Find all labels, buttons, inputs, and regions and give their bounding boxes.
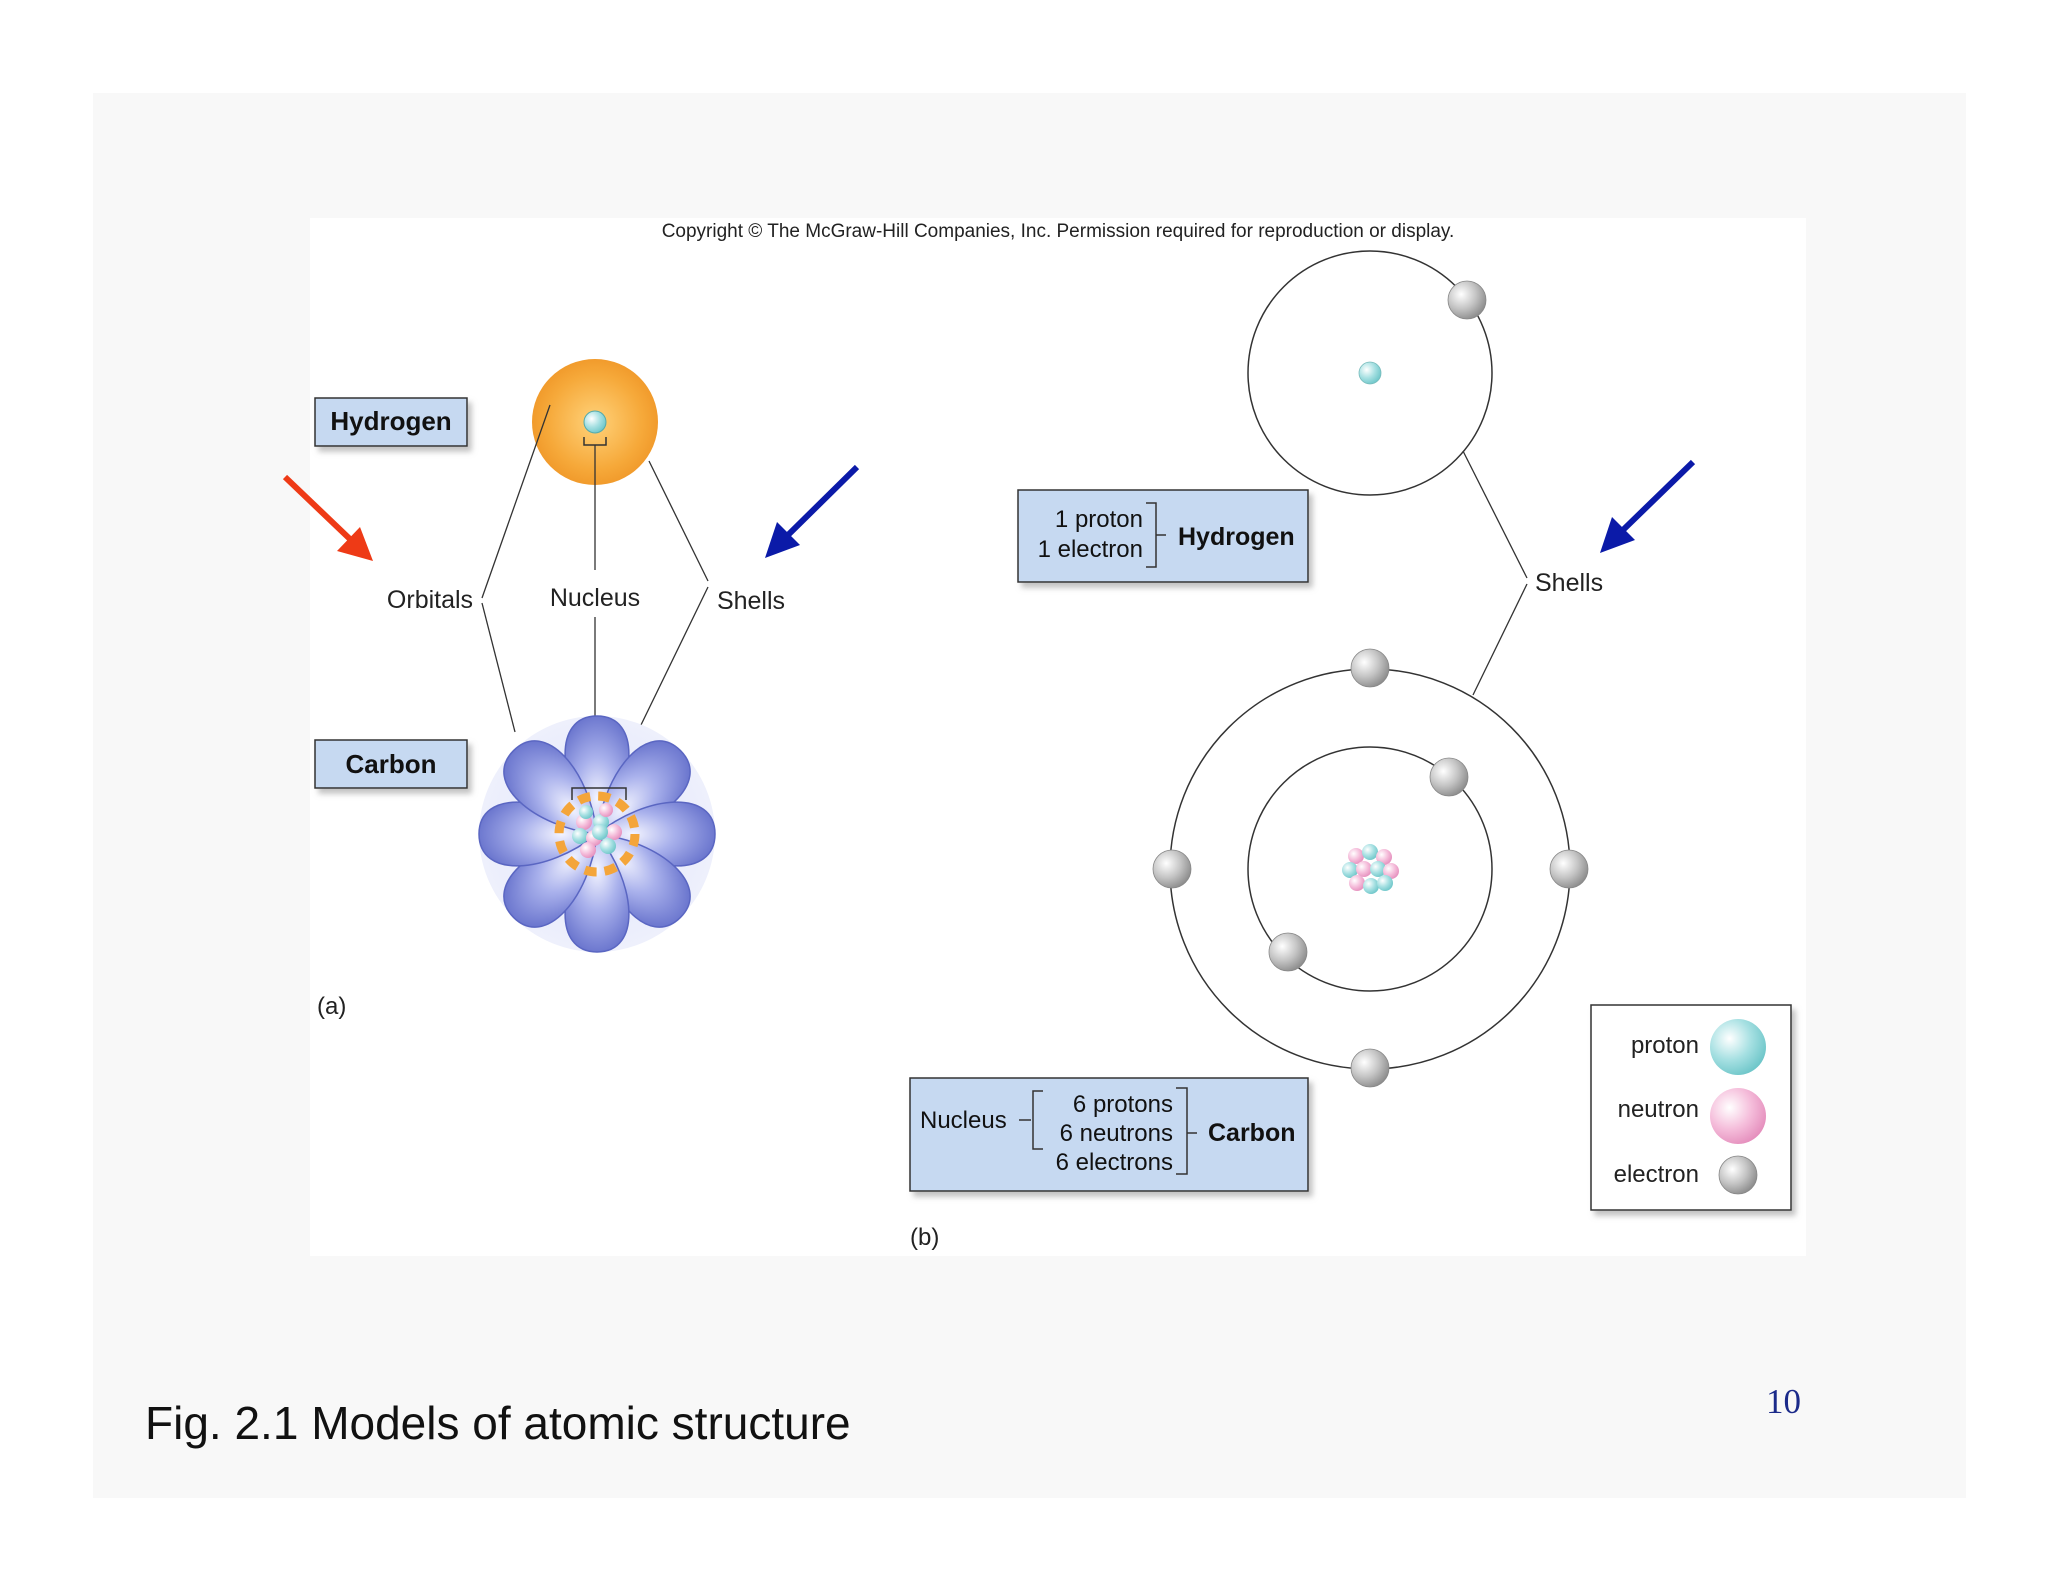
legend: proton neutron electron [1590,1004,1792,1211]
legend-proton-swatch [1710,1019,1766,1075]
carbon-protons: 6 protons [1073,1091,1173,1118]
blue-arrow-a [765,464,860,558]
hydrogen-label: Hydrogen [330,406,451,436]
legend-neutron-label: neutron [1618,1096,1699,1123]
hydrogen-composition-box: 1 proton 1 electron Hydrogen [1017,489,1309,583]
hydrogen-orbital-model [532,359,658,485]
figure-caption: Fig. 2.1 Models of atomic structure [145,1397,851,1449]
hydrogen-shell-model [1247,250,1493,496]
panel-a-label: (a) [317,993,346,1020]
carbon-label: Carbon [346,749,437,779]
carbon-label-box: Carbon [314,739,468,789]
carbon-orbital-model [478,715,716,953]
hydrogen-protons: 1 proton [1055,506,1143,533]
carbon-electrons [1152,648,1589,1088]
legend-proton-label: proton [1631,1032,1699,1059]
blue-arrow-b [1600,459,1696,553]
orbitals-label: Orbitals [387,586,473,614]
hydrogen-nucleus [1358,361,1382,385]
hydrogen-electrons: 1 electron [1038,536,1143,563]
hydrogen-name: Hydrogen [1178,523,1295,551]
hydrogen-electron [1447,280,1487,320]
page-number: 10 [1766,1382,1801,1421]
nucleus-label: Nucleus [550,584,640,612]
hydrogen-label-box: Hydrogen [314,397,468,447]
legend-electron-label: electron [1614,1161,1699,1188]
copyright-notice: Copyright © The McGraw-Hill Companies, I… [662,221,1455,242]
carbon-electrons-count: 6 electrons [1056,1149,1173,1176]
carbon-shell-model [1152,648,1589,1088]
shells-label-a: Shells [717,587,785,615]
legend-neutron-swatch [1710,1088,1766,1144]
carbon-neutrons: 6 neutrons [1060,1120,1173,1147]
carbon-composition-box: Nucleus 6 protons 6 neutrons 6 electrons… [909,1077,1309,1192]
hydrogen-proton [583,410,607,434]
legend-electron-swatch [1718,1155,1758,1195]
carbon-nucleus-prefix: Nucleus [920,1107,1007,1134]
shells-label-b: Shells [1535,569,1603,597]
panel-b-label: (b) [910,1224,939,1251]
carbon-nucleus [572,803,622,858]
carbon-shell-nucleus [1342,844,1399,894]
panel-b-leader-lines [1462,450,1528,696]
red-arrow [282,474,373,561]
carbon-name: Carbon [1208,1119,1296,1147]
